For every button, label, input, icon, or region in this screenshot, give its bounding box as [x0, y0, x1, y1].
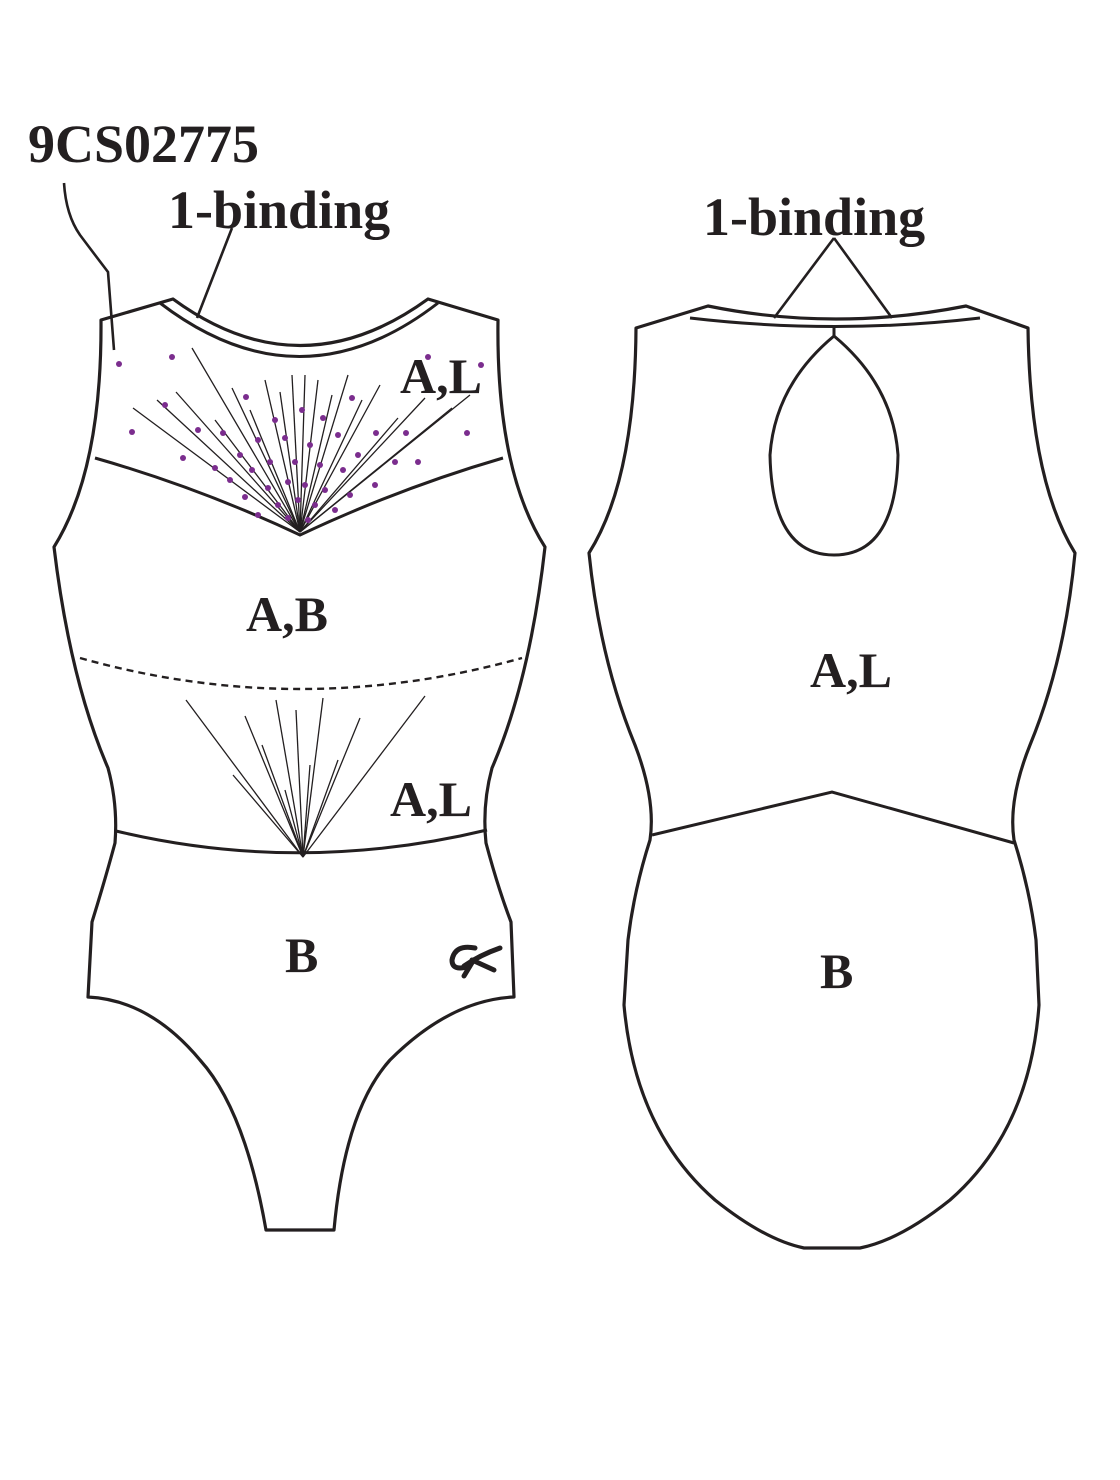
back-keyhole-opening	[768, 334, 900, 557]
front-body-outline	[52, 297, 547, 1232]
style-code-leader-line	[62, 182, 116, 351]
style-code-label: 9CS02775	[28, 114, 259, 174]
front-neck-binding	[159, 301, 439, 358]
back-waist-seam	[651, 790, 1015, 845]
gk-logo	[449, 944, 503, 979]
back-view: 1-binding A,L B	[587, 187, 1077, 1250]
back-body-outline	[587, 304, 1077, 1250]
front-binding-label: 1-binding	[168, 180, 390, 240]
back-binding-label: 1-binding	[703, 187, 925, 247]
front-yoke-fan-lines	[132, 347, 471, 533]
front-waist-label: A,L	[390, 771, 472, 827]
front-chest-label: A,B	[246, 586, 328, 642]
back-binding-leader-lines	[772, 237, 894, 319]
front-waist-fan-lines	[185, 695, 426, 858]
front-dashed-seam	[79, 656, 523, 691]
back-upper-label: A,L	[810, 642, 892, 698]
front-view: 9CS02775 1-binding A,L A,B A,L B	[28, 114, 547, 1232]
front-yoke-seam	[94, 456, 504, 537]
front-rhinestones	[116, 354, 484, 523]
front-yoke-label: A,L	[400, 348, 482, 404]
front-bottom-label: B	[285, 927, 318, 983]
front-binding-leader-line	[195, 227, 234, 319]
back-bottom-label: B	[820, 943, 853, 999]
